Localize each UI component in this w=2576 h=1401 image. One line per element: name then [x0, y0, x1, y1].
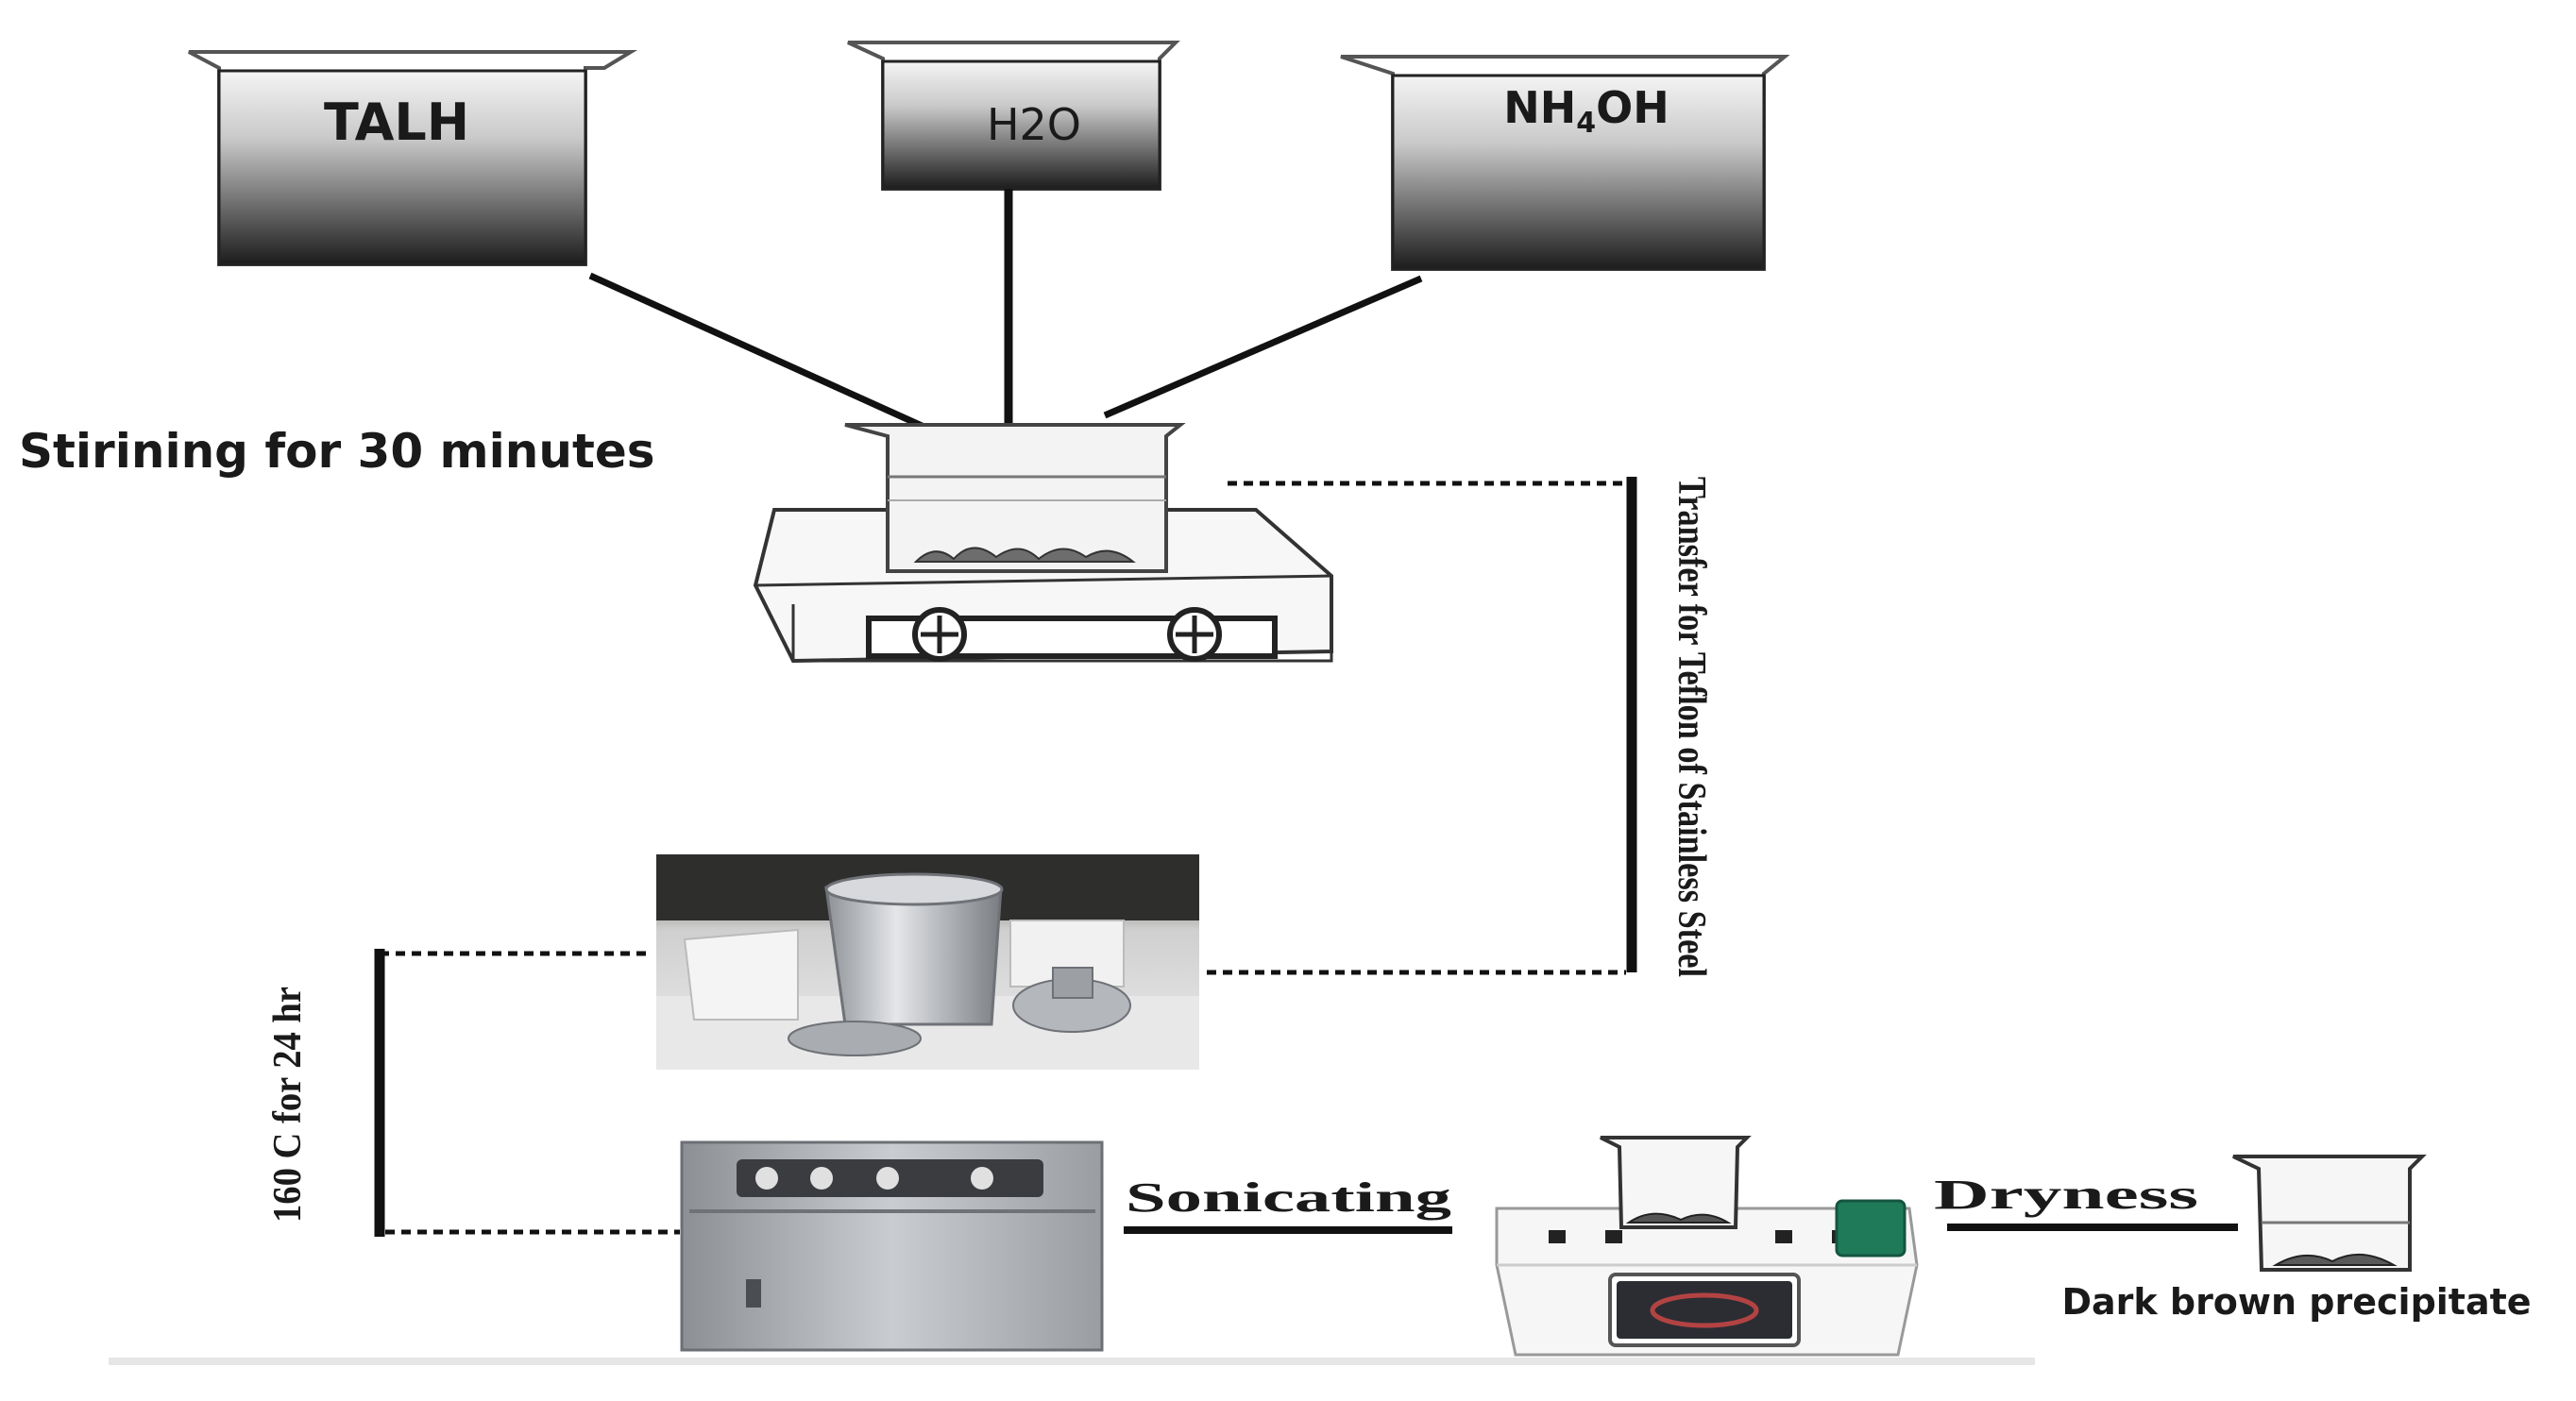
stirrer-knob-left [912, 607, 967, 662]
oven-photo [680, 1140, 1104, 1352]
bath-logo [1650, 1292, 1759, 1328]
ultrasonic-bath [1495, 1199, 1919, 1357]
beaker-talh-label: TALH [324, 93, 469, 152]
product-label: Dark brown precipitate [2061, 1281, 2531, 1323]
beaker-talh: TALH [188, 50, 638, 266]
beaker-nh4oh: NH4OH [1340, 55, 1790, 271]
product-beaker [2232, 1155, 2427, 1272]
line-talh-to-mix [588, 272, 932, 433]
sonicating-label: Sonicating [1126, 1174, 1451, 1221]
stirrer-knob-right [1167, 607, 1222, 662]
transfer-label: Transfer for Teflon of Stainless Steel [1669, 477, 1713, 977]
steel-disc [788, 1021, 922, 1056]
oven-handle [746, 1279, 761, 1308]
dryness-label: Dryness [1934, 1172, 2198, 1218]
teflon-liner [683, 928, 799, 1021]
line-nh4oh-to-mix [1103, 275, 1423, 419]
beaker-h2o-label: H2O [987, 99, 1081, 150]
bath-display [1835, 1199, 1907, 1258]
heating-label: 160 C for 24 hr [266, 987, 310, 1223]
mixing-beaker [844, 423, 1186, 573]
beaker-h2o: H2O [847, 41, 1180, 191]
sonication-beaker [1600, 1136, 1752, 1229]
beaker-nh4oh-label: NH4OH [1503, 82, 1669, 140]
stirring-label: Stirining for 30 minutes [19, 424, 655, 479]
autoclave-photo [656, 854, 1199, 1070]
steel-vessel [824, 886, 1003, 1026]
